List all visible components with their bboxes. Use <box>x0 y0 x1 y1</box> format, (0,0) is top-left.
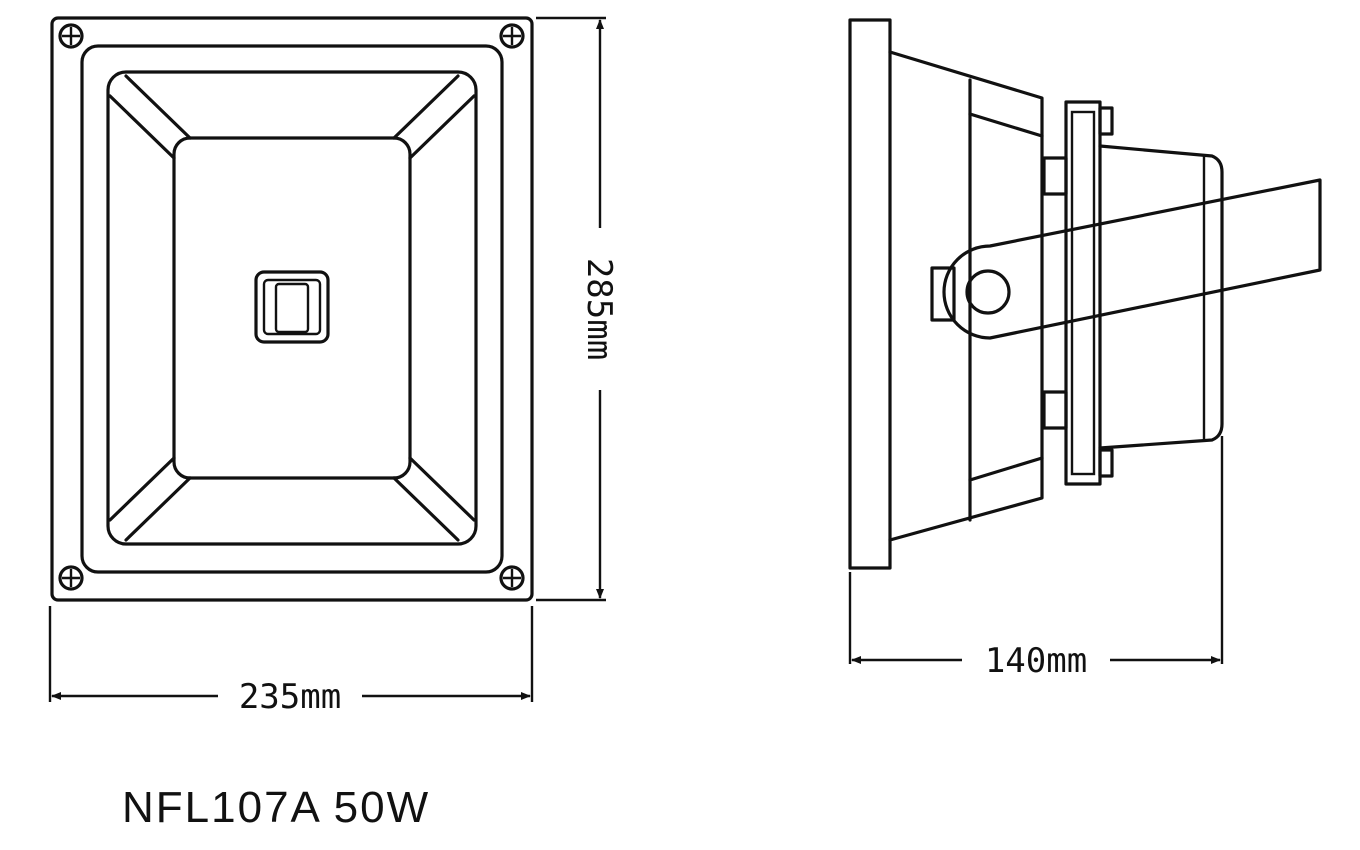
led-chip <box>254 270 330 344</box>
screw-icon <box>499 565 525 591</box>
height-dimension: 285mm <box>536 16 619 602</box>
depth-label: 140mm <box>985 641 1087 681</box>
side-front-frame <box>848 18 892 570</box>
front-view <box>50 16 534 602</box>
mounting-bracket <box>942 178 1322 340</box>
screw-icon <box>58 23 84 49</box>
model-label: NFL107A 50W <box>122 783 430 832</box>
side-view <box>848 18 1322 570</box>
mounting-plate <box>1064 100 1102 486</box>
height-label: 285mm <box>579 258 619 360</box>
rear-driver-box <box>1098 144 1224 450</box>
bracket-pivot-hole <box>965 269 1011 315</box>
depth-dimension: 140mm <box>848 436 1224 681</box>
width-label: 235mm <box>239 677 341 717</box>
screw-icon <box>499 23 525 49</box>
bolt-icon <box>1042 106 1114 478</box>
front-bevels <box>108 74 476 542</box>
screw-icon <box>58 565 84 591</box>
front-glass-panel <box>172 136 412 480</box>
front-housing <box>80 44 504 574</box>
width-dimension: 235mm <box>48 606 534 717</box>
front-reflector-outer <box>106 70 478 546</box>
front-outer-frame <box>50 16 534 602</box>
